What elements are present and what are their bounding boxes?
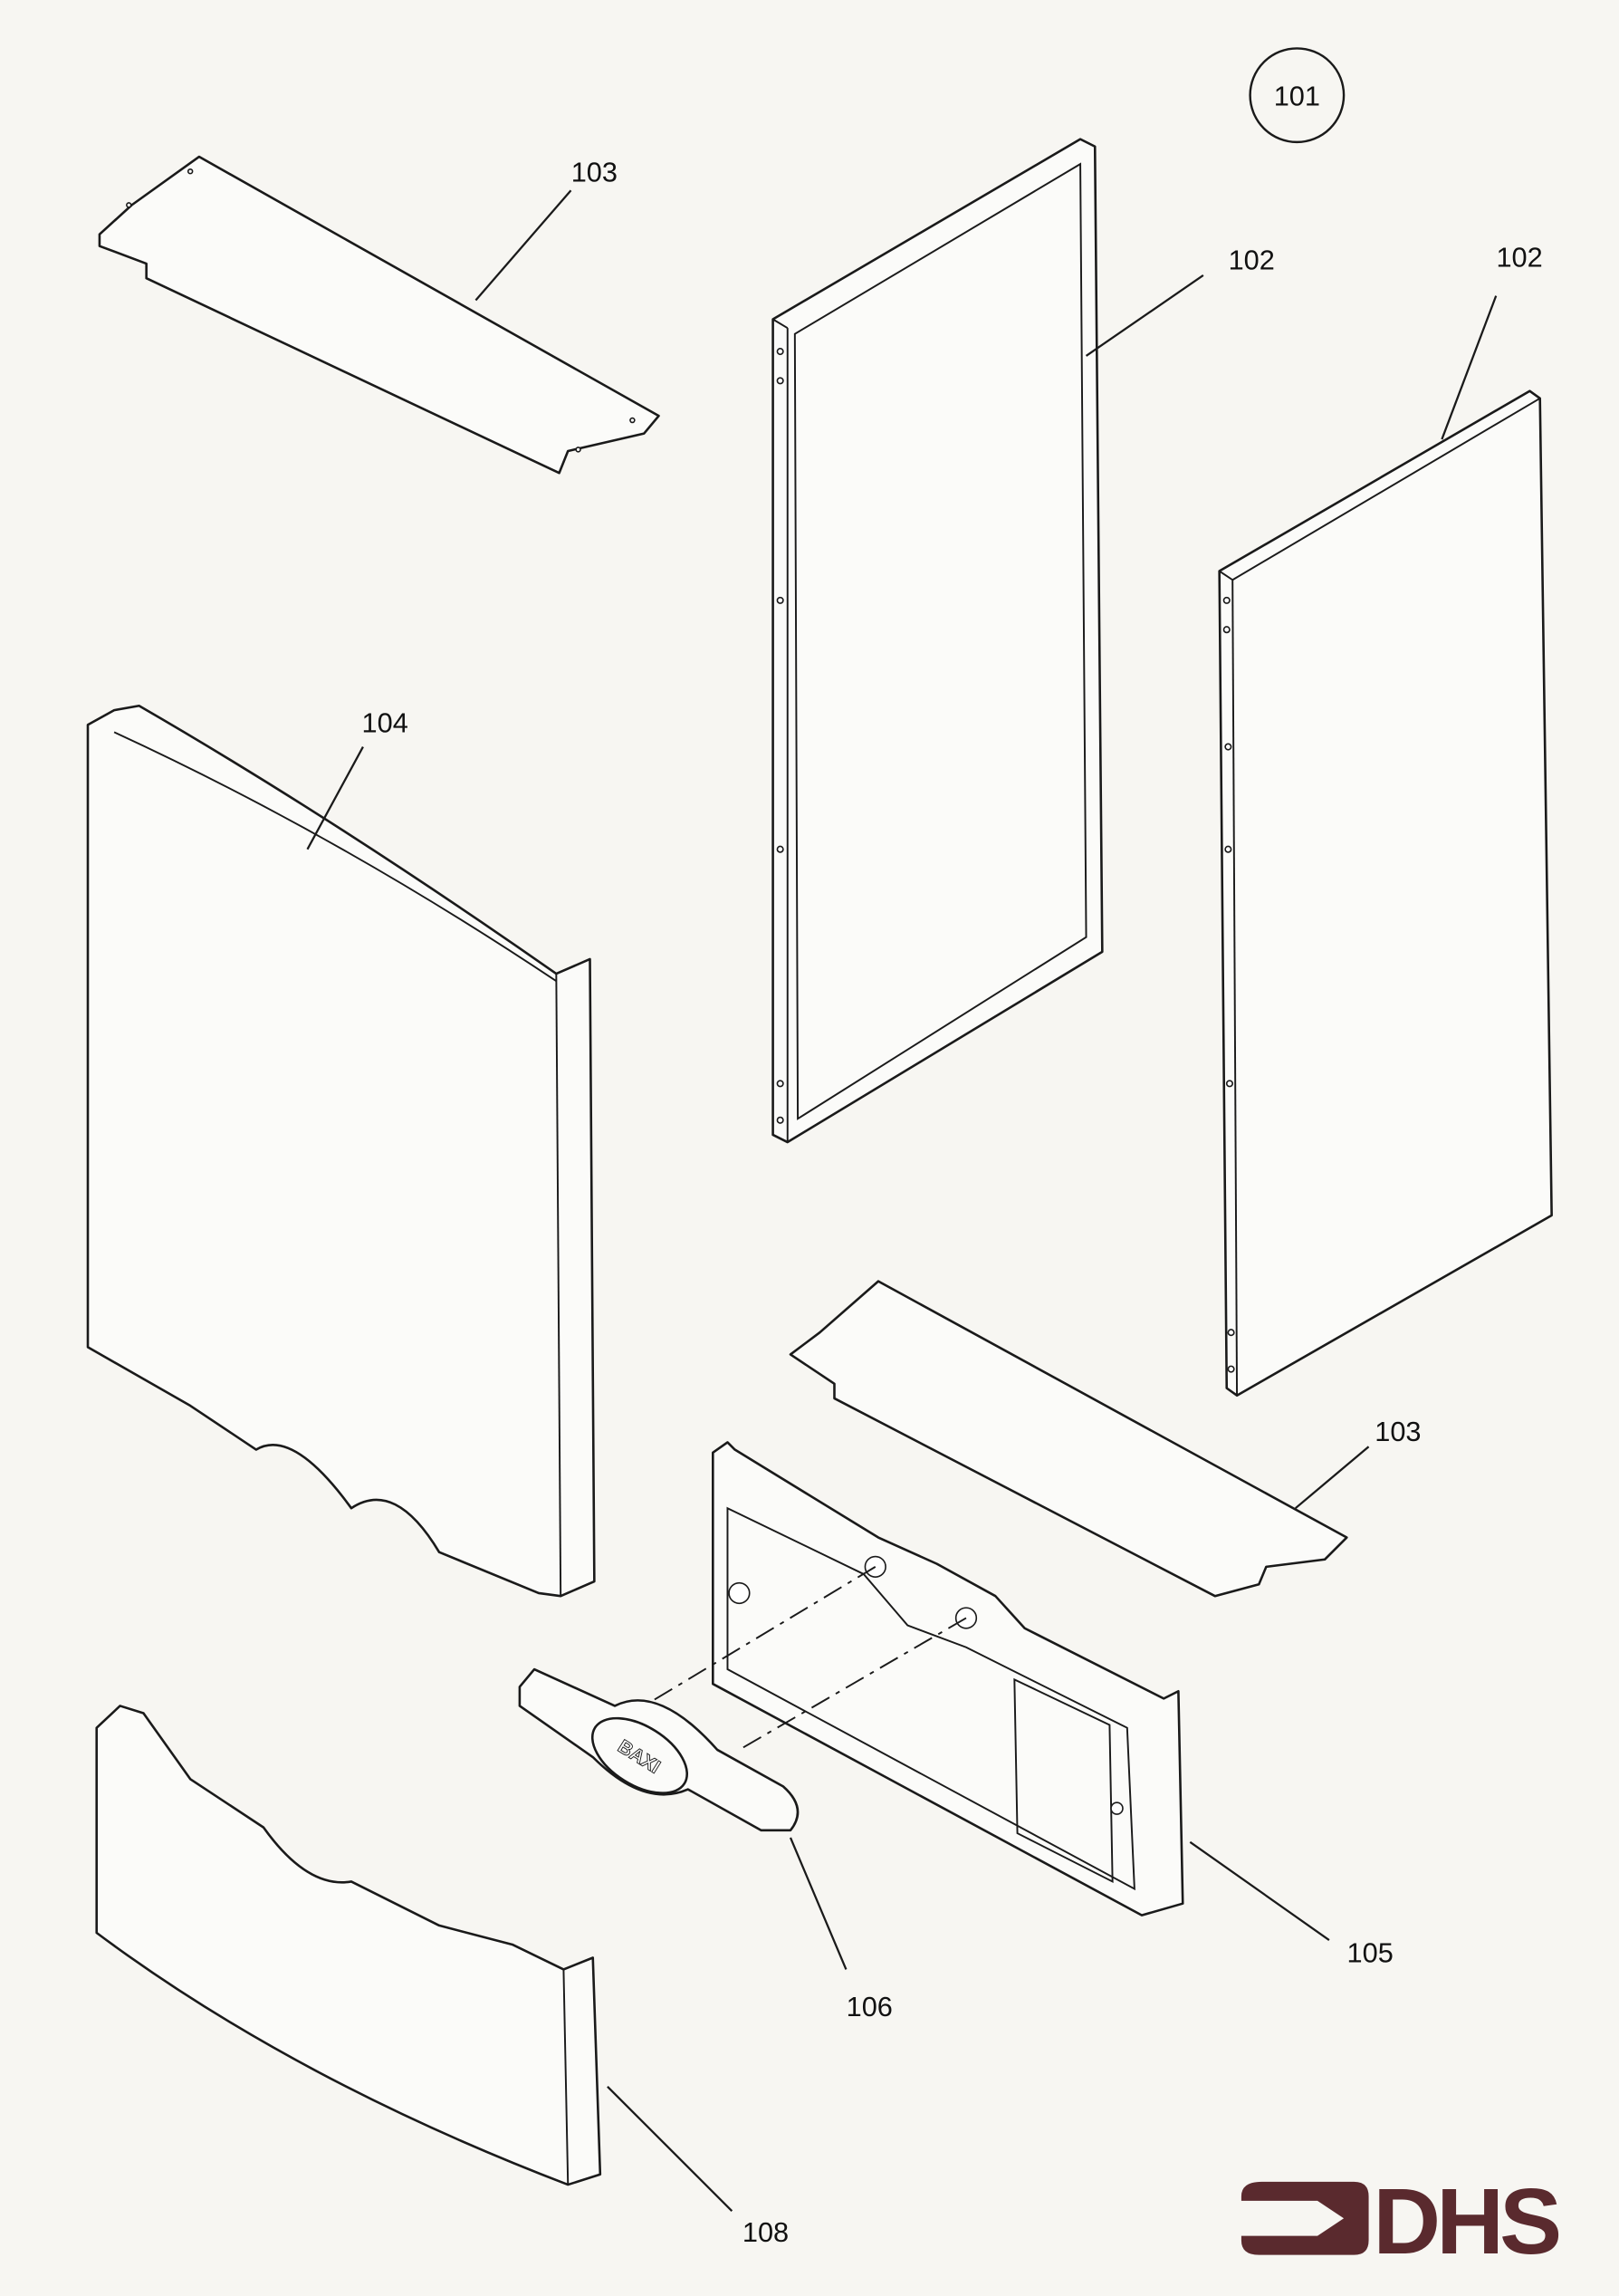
callout-103-top: 103 <box>571 157 618 188</box>
part-lower-door: 108 <box>95 1705 789 2248</box>
part-top-panel: 103 <box>98 155 660 475</box>
part-badge: BAXI 106 <box>518 1667 893 2022</box>
part-side-panel: 102 <box>1218 241 1553 1398</box>
callout-103-bottom: 103 <box>1375 1416 1421 1447</box>
logo-text: DHS <box>1373 2168 1558 2273</box>
assembly-ref-label: 101 <box>1274 80 1320 111</box>
part-control-fascia: 105 <box>712 1441 1394 1968</box>
callout-108: 108 <box>742 2216 789 2248</box>
callout-104: 104 <box>362 706 408 738</box>
assembly-line <box>643 1566 877 1707</box>
callout-106: 106 <box>847 1991 893 2022</box>
callout-102-panel: 102 <box>1496 241 1542 273</box>
arrow-icon <box>1241 2181 1369 2255</box>
part-front-case: 104 <box>86 704 596 1598</box>
part-bottom-panel: 103 <box>789 1280 1422 1598</box>
assembly-line <box>738 1617 967 1751</box>
dhs-logo: DHS <box>1241 2168 1563 2273</box>
part-side-panel-frame: 102 <box>771 138 1275 1144</box>
callout-105: 105 <box>1347 1936 1394 1968</box>
callout-102-frame: 102 <box>1229 245 1275 276</box>
assembly-reference: 101 <box>1249 47 1346 144</box>
